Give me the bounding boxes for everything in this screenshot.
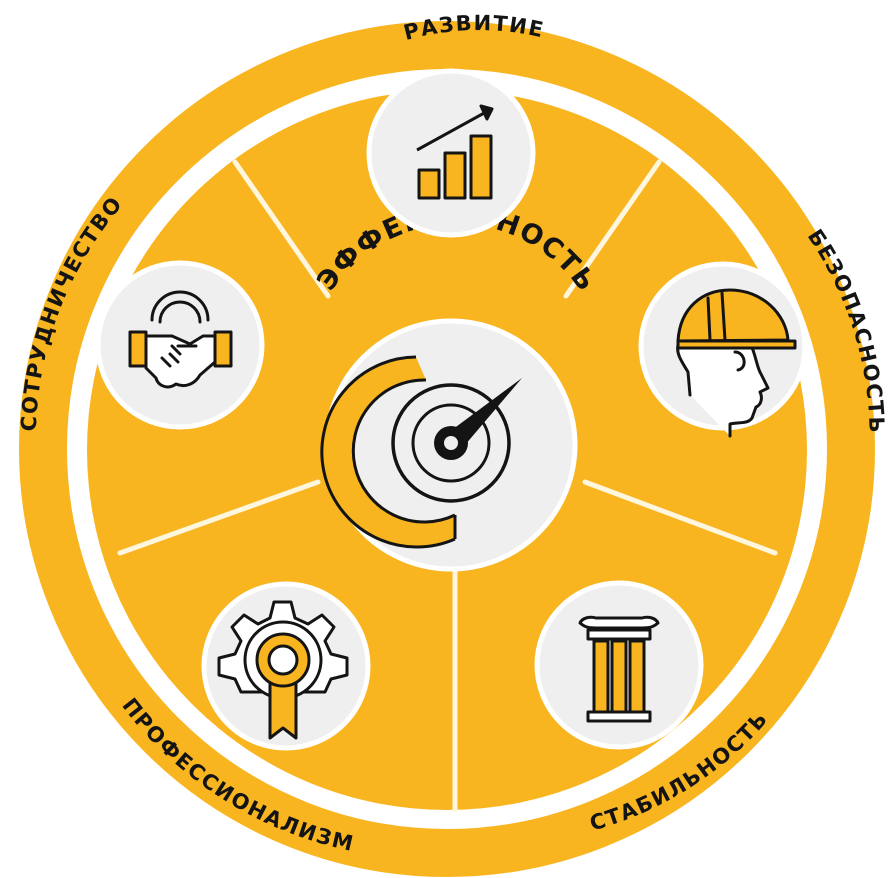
segment-dividers	[117, 159, 778, 813]
speedometer-gauge-icon	[320, 318, 578, 572]
gear-medal-icon	[217, 600, 349, 740]
outer-ring	[19, 21, 875, 877]
worker-hard-hat-icon	[676, 288, 797, 438]
growth-chart-arrow-icon	[416, 104, 494, 200]
column-pillar-icon	[578, 615, 660, 723]
handshake-icon	[128, 290, 233, 389]
